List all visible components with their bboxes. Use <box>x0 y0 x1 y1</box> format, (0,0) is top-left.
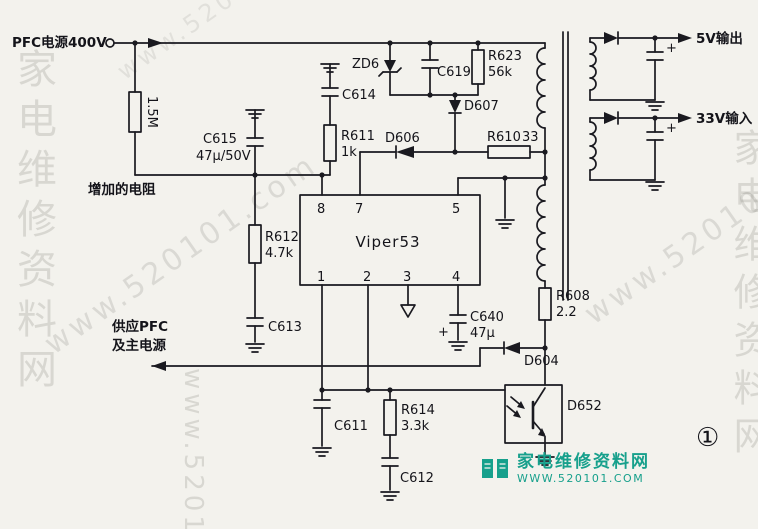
ic-pin5-label: 5 <box>452 202 460 217</box>
c615-value-label: 47μ/50V <box>196 149 251 164</box>
book-icon <box>482 457 508 481</box>
r623-value-label: 56k <box>488 65 513 80</box>
r608-ref-label: R608 <box>556 289 590 304</box>
c640-value-label: 47μ <box>470 326 495 341</box>
ic-pin8-label: 8 <box>317 202 325 217</box>
d606-label: D606 <box>385 131 420 146</box>
ic-pin1-label: 1 <box>317 270 325 285</box>
site-logo-url: WWW.520101.COM <box>517 471 645 485</box>
ic-name-label: Viper53 <box>355 233 420 251</box>
ic-pin7-label: 7 <box>355 202 363 217</box>
r611-value-label: 1k <box>341 145 357 160</box>
c619-label: C619 <box>437 65 471 80</box>
r614-value-label: 3.3k <box>401 419 430 434</box>
circuit-wiring <box>105 31 692 501</box>
source-label: PFC电源400V <box>12 34 107 51</box>
c615-ref-label: C615 <box>203 132 237 147</box>
page-number-marker: ① <box>696 423 719 453</box>
ic-pin3-label: 3 <box>403 270 411 285</box>
ic-pin2-label: 2 <box>363 270 371 285</box>
r612-value-label: 4.7k <box>265 246 294 261</box>
resistor-1m5-label: 1.5M <box>144 96 159 128</box>
zd6-label: ZD6 <box>352 57 379 72</box>
junction-dots <box>132 35 658 393</box>
d607-label: D607 <box>464 99 499 114</box>
r623-ref-label: R623 <box>488 49 522 64</box>
site-logo: 家电维修资料网 WWW.520101.COM <box>480 452 650 485</box>
r611-ref-label: R611 <box>341 129 375 144</box>
r610-value-label: 33 <box>522 130 539 145</box>
added-resistor-note: 增加的电阻 <box>88 181 156 198</box>
c614-label: C614 <box>342 88 376 103</box>
cap-33v-plus-sign: + <box>666 121 677 136</box>
d604-label: D604 <box>524 354 559 369</box>
supply-note-line1: 供应PFC <box>111 318 168 335</box>
r608-value-label: 2.2 <box>556 305 577 320</box>
d652-label: D652 <box>567 399 602 414</box>
supply-note-line2: 及主电源 <box>112 337 166 354</box>
c611-label: C611 <box>334 419 368 434</box>
output-5v-label: 5V输出 <box>696 30 743 47</box>
c613-label: C613 <box>268 320 302 335</box>
c640-plus-sign: + <box>438 325 449 340</box>
r612-ref-label: R612 <box>265 230 299 245</box>
r614-ref-label: R614 <box>401 403 435 418</box>
c612-label: C612 <box>400 471 434 486</box>
c640-ref-label: C640 <box>470 310 504 325</box>
r610-ref-label: R610 <box>487 130 521 145</box>
ic-pin4-label: 4 <box>452 270 460 285</box>
cap-5v-plus-sign: + <box>666 41 677 56</box>
output-33v-label: 33V输入 <box>696 110 753 127</box>
site-logo-name: 家电维修资料网 <box>517 452 650 472</box>
